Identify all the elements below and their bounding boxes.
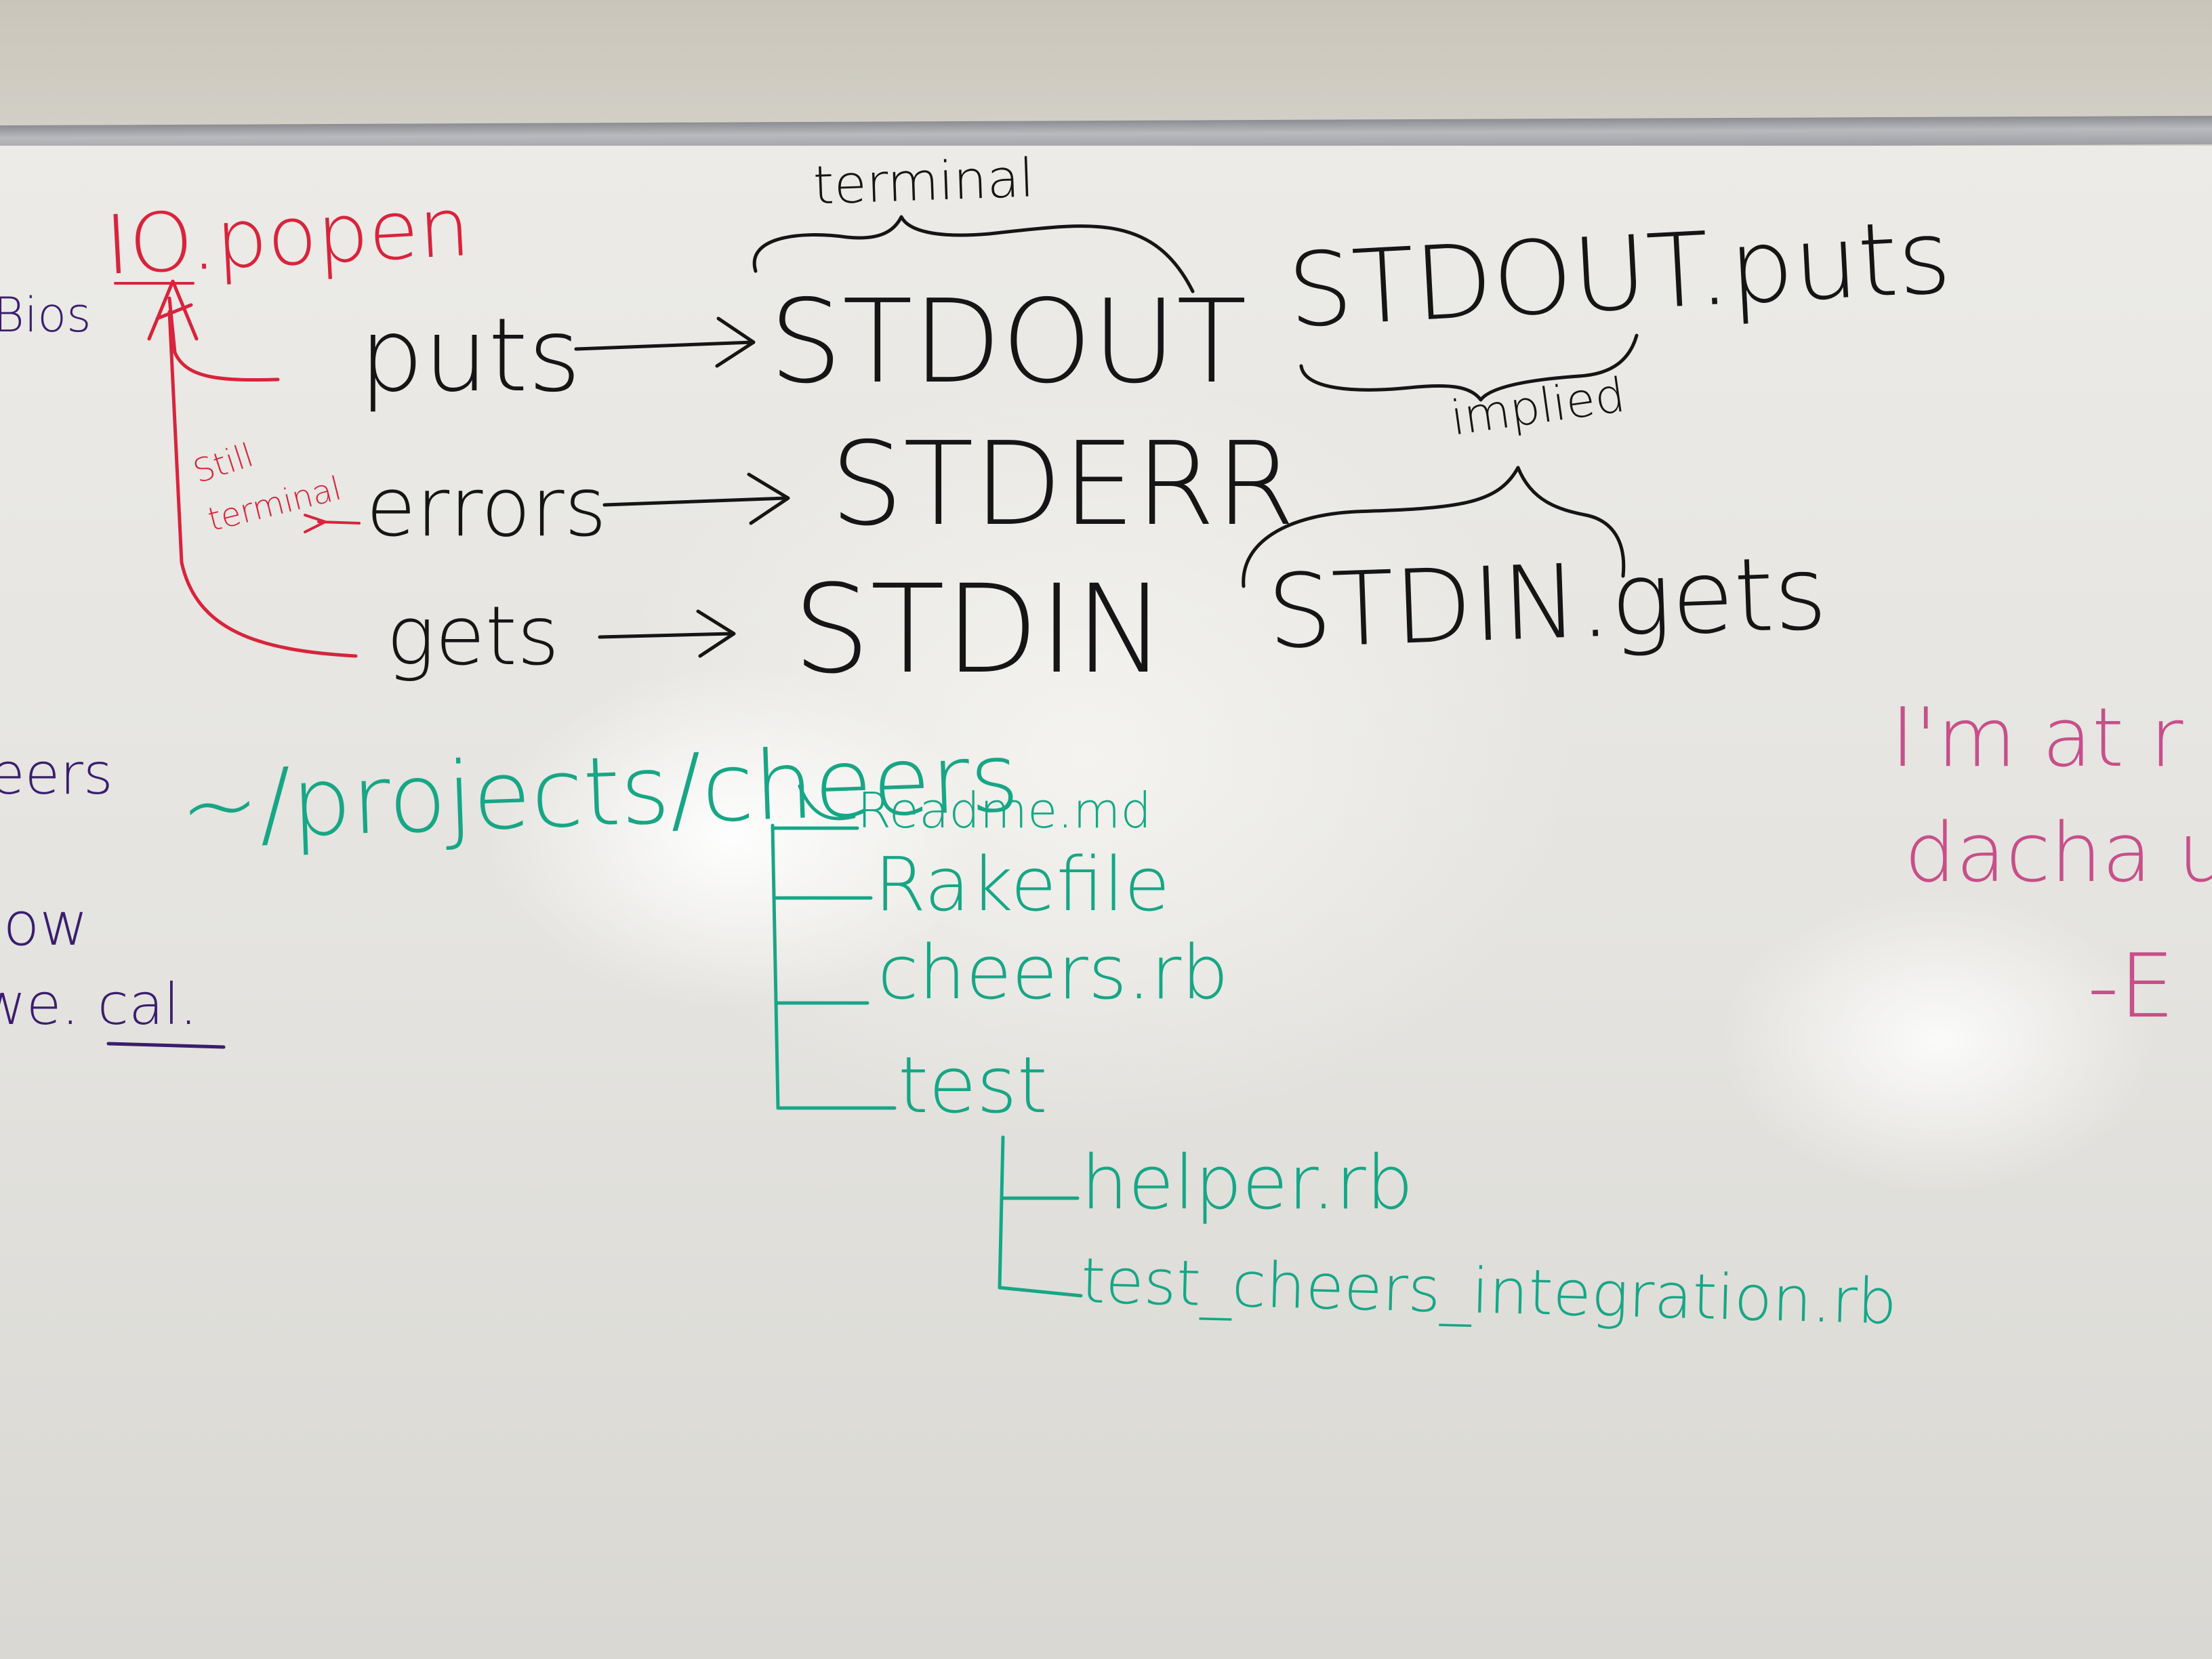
stdin-label: STDIN: [793, 559, 1166, 701]
terminal-brace: [752, 215, 1195, 293]
eers-fragment: eers: [0, 741, 113, 807]
stdout-label: STDOUT: [769, 275, 1247, 409]
bios-fragment: Bios: [0, 287, 91, 343]
gets-label: gets: [386, 590, 560, 684]
tree-subtrunk: [998, 1135, 1005, 1290]
puts-label: puts: [359, 297, 581, 415]
still-terminal-arrow: [304, 514, 361, 533]
tree-test-dir: test: [898, 1040, 1048, 1131]
popen-arrowhead: [147, 279, 199, 341]
arrow-gets-stdin: [598, 609, 736, 658]
arrow-errors-stderr: [602, 472, 790, 525]
low-fragment: low: [0, 889, 89, 959]
tree-rakefile: Rakefile: [874, 841, 1170, 928]
note-line-1: I'm at r: [1891, 691, 2184, 785]
implied-brace: [1242, 466, 1626, 588]
tree-readme: Readme.md: [857, 782, 1152, 839]
stderr-label: STDERR: [830, 417, 1296, 552]
tree-helper: helper.rb: [1081, 1139, 1414, 1226]
popen-bracket-lower: [167, 310, 358, 658]
stdin-gets-label: STDIN.gets: [1265, 534, 1829, 672]
tree-cheers-rb: cheers.rb: [878, 929, 1229, 1016]
tree-branch-integration: [998, 1286, 1083, 1298]
we-cal-fragment: we. cal.: [0, 971, 198, 1038]
io-popen-label: IO.popen: [102, 180, 473, 294]
arrow-puts-stdout: [574, 316, 756, 368]
tree-trunk: [771, 823, 780, 1110]
path-hook: [798, 784, 856, 821]
note-line-2: dacha un: [1904, 806, 2212, 901]
note-signature: -E: [2087, 935, 2175, 1038]
stdout-puts-brace: [1299, 333, 1639, 402]
terminal-label: terminal: [812, 148, 1036, 217]
popen-bracket: [167, 296, 280, 382]
errors-label: errors: [366, 461, 607, 555]
whiteboard: [0, 146, 2212, 1659]
cal-underline: [106, 1042, 226, 1049]
wall: [0, 0, 2212, 136]
